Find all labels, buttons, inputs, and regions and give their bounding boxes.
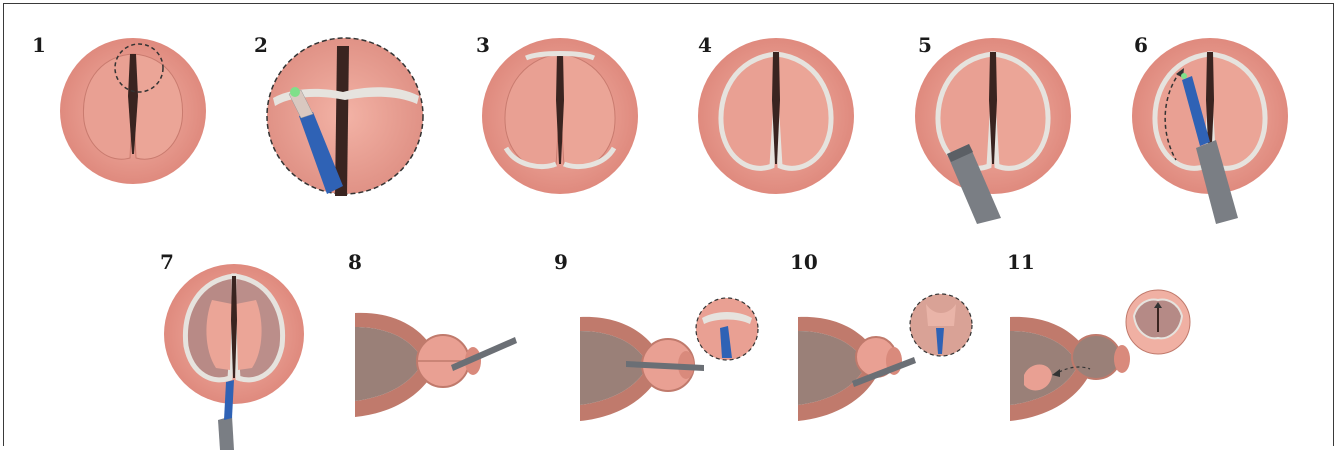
panel-9-zoom-inset xyxy=(694,296,764,366)
step-label-10: 10 xyxy=(790,250,818,274)
panel-2-zoom-incision xyxy=(265,36,425,196)
step-label-9: 9 xyxy=(554,250,568,274)
panel-7-prostate-view xyxy=(160,260,310,450)
panel-3-prostate-view xyxy=(480,36,640,196)
panel-11-zoom-inset xyxy=(1124,288,1194,358)
panel-5-prostate-view xyxy=(913,36,1073,226)
panel-10-zoom-inset xyxy=(908,292,978,362)
panel-6-prostate-view xyxy=(1130,36,1295,226)
step-label-1: 1 xyxy=(32,33,46,57)
panel-8-sagittal-view xyxy=(355,305,525,435)
step-label-8: 8 xyxy=(348,250,362,274)
panel-4-prostate-view xyxy=(696,36,856,196)
panel-1-prostate-view xyxy=(58,36,208,186)
step-label-11: 11 xyxy=(1007,250,1035,274)
